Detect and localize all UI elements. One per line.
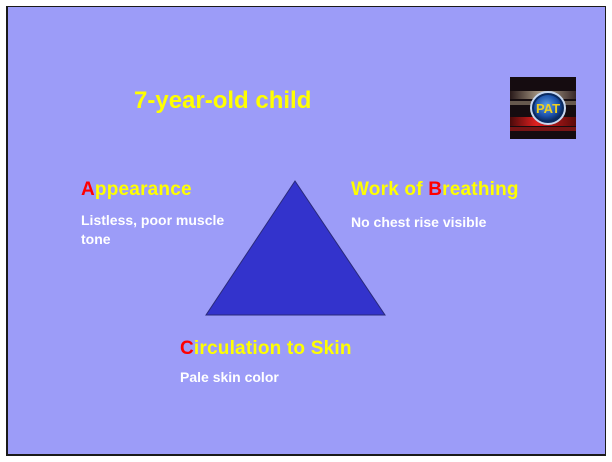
triangle-shape — [206, 181, 385, 315]
work-of-breathing-prefix: Work of — [351, 179, 428, 200]
slide: 7-year-old child — [6, 6, 606, 456]
pat-logo: PAT — [510, 77, 576, 139]
appearance-heading: Appearance — [81, 179, 192, 201]
work-of-breathing-rest: reathing — [442, 179, 519, 200]
circulation-letter: C — [180, 338, 194, 359]
work-of-breathing-letter: B — [428, 179, 442, 200]
pat-badge-text: PAT — [536, 101, 560, 116]
pat-badge-icon: PAT — [510, 77, 576, 139]
circulation-heading: Circulation to Skin — [180, 338, 352, 360]
circulation-heading-rest: irculation to Skin — [194, 338, 352, 359]
circulation-description: Pale skin color — [180, 368, 279, 387]
appearance-letter: A — [81, 179, 95, 200]
work-of-breathing-heading: Work of Breathing — [351, 179, 519, 201]
work-of-breathing-description: No chest rise visible — [351, 213, 591, 232]
appearance-description: Listless, poor muscle tone — [81, 211, 231, 249]
slide-title: 7-year-old child — [134, 87, 311, 115]
appearance-heading-rest: ppearance — [95, 179, 192, 200]
